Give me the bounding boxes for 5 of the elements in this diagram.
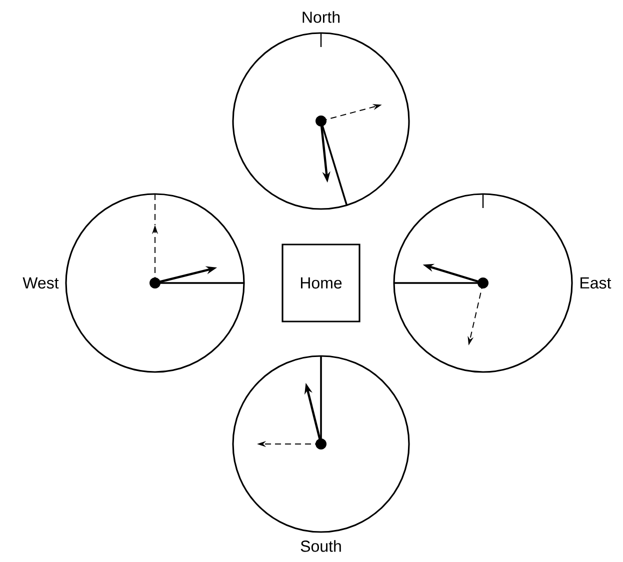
home-box: Home: [282, 244, 360, 322]
direction-label: North: [302, 11, 340, 23]
direction-label: West: [22, 277, 59, 289]
direction-label: East: [580, 277, 612, 289]
direction-label: South: [300, 540, 341, 552]
